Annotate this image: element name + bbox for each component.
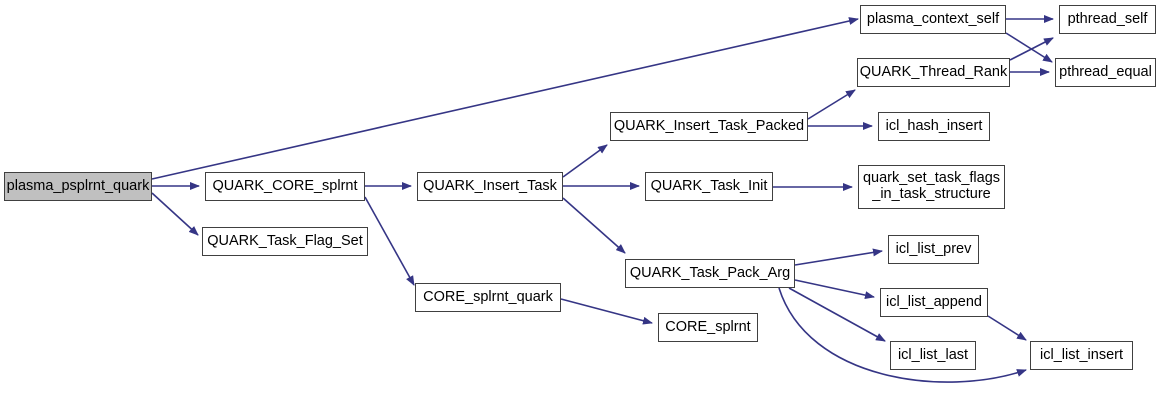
graph-node-label: icl_list_last <box>897 346 969 363</box>
graph-node-label: icl_list_prev <box>895 240 972 257</box>
graph-edge-QUARK_Insert_Task-to-QUARK_Insert_Task_Packed <box>562 144 608 178</box>
graph-edge-QUARK_Insert_Task_Packed-to-QUARK_Thread_Rank <box>807 89 856 120</box>
graph-node-label: pthread_equal <box>1059 63 1152 80</box>
graph-node-label: quark_set_task_flags _in_task_structure <box>862 170 1001 202</box>
graph-node-icl_list_append[interactable]: icl_list_append <box>880 288 988 317</box>
graph-edge-plasma_psplrnt_quark-to-plasma_context_self <box>151 17 859 180</box>
graph-edge-QUARK_CORE_splrnt-to-CORE_splrnt_quark <box>364 196 415 286</box>
graph-node-label: icl_list_append <box>886 293 982 310</box>
graph-edge-QUARK_Task_Pack_Arg-to-icl_list_append <box>794 279 875 300</box>
graph-node-icl_list_last[interactable]: icl_list_last <box>890 341 976 370</box>
graph-node-QUARK_Task_Flag_Set[interactable]: QUARK_Task_Flag_Set <box>202 227 368 256</box>
graph-node-label: pthread_self <box>1067 10 1148 27</box>
graph-node-label: plasma_context_self <box>866 10 1000 27</box>
graph-node-QUARK_Task_Pack_Arg[interactable]: QUARK_Task_Pack_Arg <box>625 259 795 288</box>
graph-node-label: QUARK_Task_Pack_Arg <box>629 264 791 281</box>
graph-node-QUARK_Insert_Task[interactable]: QUARK_Insert_Task <box>417 172 563 201</box>
graph-edge-plasma_psplrnt_quark-to-QUARK_Task_Flag_Set <box>151 192 199 236</box>
graph-edge-icl_list_append-to-icl_list_insert <box>987 315 1027 341</box>
graph-node-label: plasma_psplrnt_quark <box>6 177 150 194</box>
graph-node-label: QUARK_CORE_splrnt <box>212 177 358 194</box>
graph-node-quark_set_task_flags[interactable]: quark_set_task_flags _in_task_structure <box>858 165 1005 209</box>
graph-node-label: CORE_splrnt_quark <box>423 288 553 305</box>
graph-node-label: QUARK_Thread_Rank <box>859 63 1008 80</box>
graph-edge-QUARK_Task_Pack_Arg-to-icl_list_last <box>788 287 886 342</box>
graph-node-icl_list_insert[interactable]: icl_list_insert <box>1030 341 1133 370</box>
graph-node-pthread_self[interactable]: pthread_self <box>1059 5 1156 34</box>
graph-edge-QUARK_Insert_Task-to-QUARK_Task_Pack_Arg <box>562 197 626 254</box>
graph-node-icl_hash_insert[interactable]: icl_hash_insert <box>878 112 990 141</box>
graph-node-QUARK_Thread_Rank[interactable]: QUARK_Thread_Rank <box>857 58 1010 87</box>
graph-node-label: icl_hash_insert <box>885 117 983 134</box>
edges-group <box>151 15 1054 383</box>
graph-node-label: QUARK_Task_Flag_Set <box>207 232 363 249</box>
graph-edge-CORE_splrnt_quark-to-CORE_splrnt <box>560 298 653 325</box>
graph-node-label: CORE_splrnt <box>665 318 751 335</box>
graph-node-QUARK_Insert_Task_Packed[interactable]: QUARK_Insert_Task_Packed <box>610 112 808 141</box>
graph-node-icl_list_prev[interactable]: icl_list_prev <box>888 235 979 264</box>
graph-edge-QUARK_Task_Pack_Arg-to-icl_list_insert <box>778 287 1027 383</box>
graph-node-QUARK_Task_Init[interactable]: QUARK_Task_Init <box>645 172 773 201</box>
graph-edge-QUARK_Thread_Rank-to-pthread_self <box>1009 37 1054 61</box>
graph-node-label: icl_list_insert <box>1040 346 1123 363</box>
graph-node-plasma_psplrnt_quark[interactable]: plasma_psplrnt_quark <box>4 172 152 201</box>
graph-node-label: QUARK_Task_Init <box>650 177 768 194</box>
graph-edge-QUARK_Task_Pack_Arg-to-icl_list_prev <box>794 248 883 266</box>
graph-node-pthread_equal[interactable]: pthread_equal <box>1055 58 1156 87</box>
graph-node-CORE_splrnt_quark[interactable]: CORE_splrnt_quark <box>415 283 561 312</box>
graph-node-plasma_context_self[interactable]: plasma_context_self <box>860 5 1006 34</box>
graph-node-QUARK_CORE_splrnt[interactable]: QUARK_CORE_splrnt <box>205 172 365 201</box>
graph-node-label: QUARK_Insert_Task <box>423 177 557 194</box>
graph-node-label: QUARK_Insert_Task_Packed <box>613 117 805 134</box>
graph-edge-plasma_context_self-to-pthread_equal <box>1005 32 1053 63</box>
graph-node-CORE_splrnt[interactable]: CORE_splrnt <box>658 313 758 342</box>
